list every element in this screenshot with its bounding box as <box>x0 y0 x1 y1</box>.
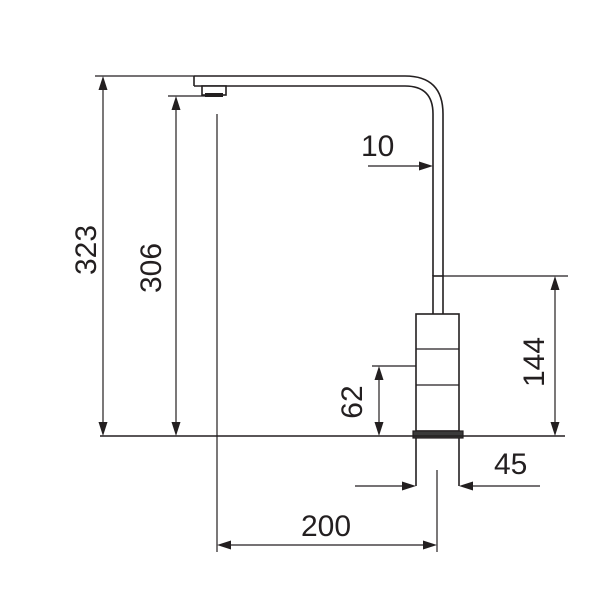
dimension-overall-height: 323 <box>70 75 194 436</box>
dim-10-arrow <box>419 161 433 171</box>
dim-45-arrow-left <box>402 481 416 491</box>
spout-inner-edge <box>194 85 434 276</box>
dimension-base-height: 62 <box>336 365 416 436</box>
base-plate <box>412 430 464 439</box>
dimension-base-width: 45 <box>355 448 540 491</box>
dim-62-arrow-top <box>374 366 384 380</box>
dim-200-arrow-right <box>423 540 437 550</box>
dim-62-arrow-bottom <box>374 422 384 436</box>
dimension-body-height: 144 <box>443 275 568 436</box>
dim-306-label: 306 <box>135 243 168 293</box>
dim-10-label: 10 <box>361 130 394 163</box>
dim-45-arrow-right <box>459 481 473 491</box>
lever-stem <box>432 275 444 317</box>
dim-144-arrow-top <box>550 276 560 290</box>
dim-323-arrow-bottom <box>98 422 108 436</box>
dimension-spout-height: 306 <box>135 95 208 436</box>
dim-323-arrow-top <box>98 76 108 90</box>
tap-body <box>415 313 460 432</box>
dimension-reach: 200 <box>216 114 438 552</box>
dim-144-label: 144 <box>518 337 551 387</box>
dim-306-arrow-bottom <box>171 422 181 436</box>
dim-144-arrow-bottom <box>550 422 560 436</box>
dim-45-label: 45 <box>494 448 527 481</box>
spout-outer-edge <box>194 75 444 276</box>
dim-200-arrow-left <box>217 540 231 550</box>
aerator-tip <box>205 93 223 97</box>
dim-323-label: 323 <box>70 225 103 275</box>
dim-62-label: 62 <box>336 385 369 418</box>
dim-200-label: 200 <box>301 510 351 543</box>
dimension-pipe-diameter: 10 <box>361 130 433 171</box>
faucet-outline <box>193 75 464 486</box>
dim-306-arrow-top <box>171 96 181 110</box>
